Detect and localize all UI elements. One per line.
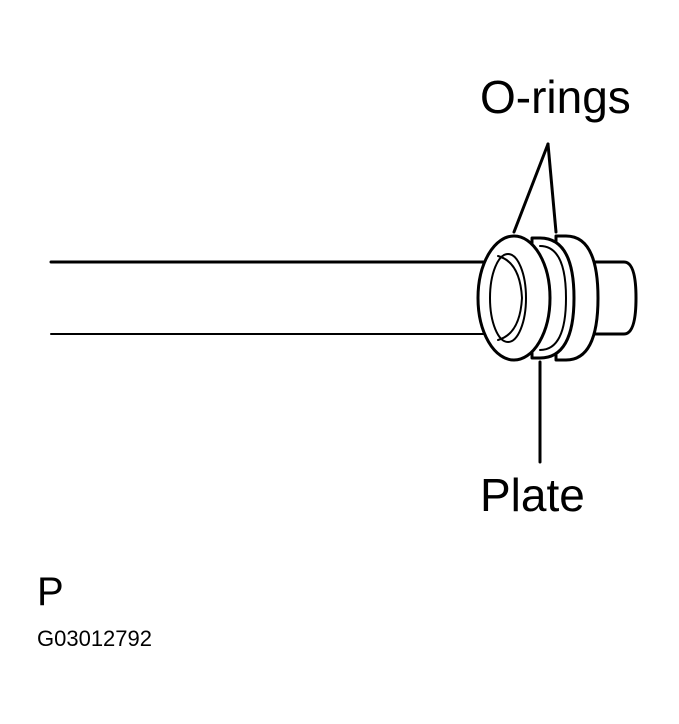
o-ring-leader-front [512,142,550,234]
view-marker: P [37,570,64,614]
plate-label: Plate [480,469,585,521]
front-o-ring [476,234,552,362]
o-ring-leader-rear [546,142,558,234]
o-rings-label: O-rings [480,71,631,123]
pipe-end [588,260,638,336]
figure-code: G03012792 [37,626,152,651]
